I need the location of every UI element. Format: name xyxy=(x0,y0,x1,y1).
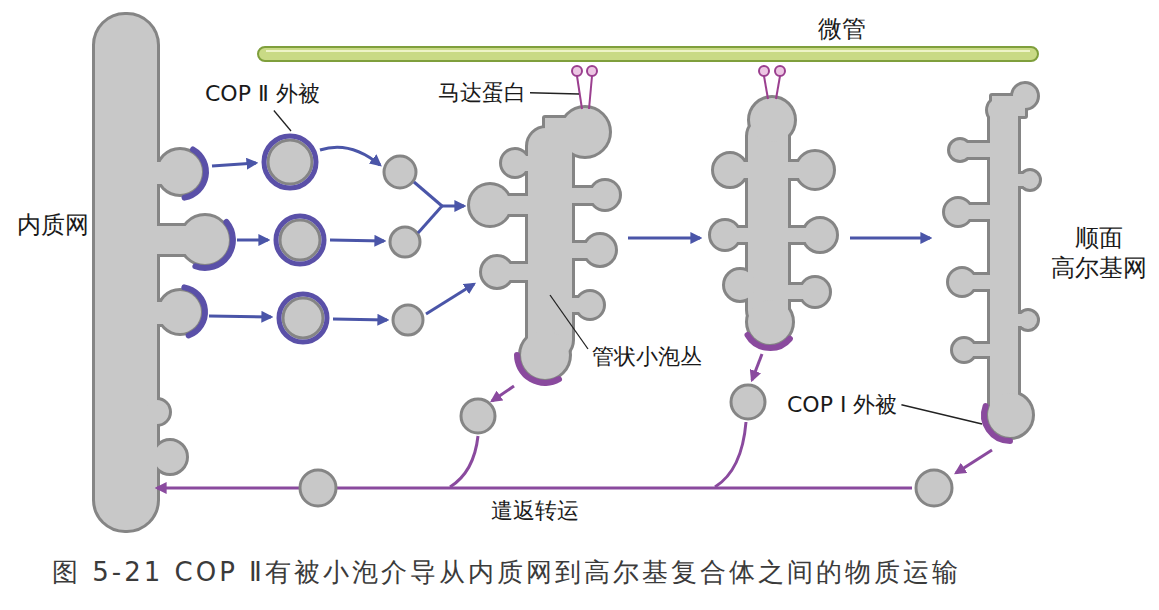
vesicle xyxy=(300,470,336,506)
node-label: 内质网 xyxy=(17,210,89,240)
copii-coat xyxy=(184,287,205,335)
merge-line xyxy=(450,436,478,487)
edge-label-slot: 遣返转运 xyxy=(487,497,583,525)
edge-layer xyxy=(157,488,912,489)
forward-arrow xyxy=(212,163,256,166)
figure-caption: 图 5-21 COP Ⅱ有被小泡介导从内质网到高尔基复合体之间的物质运输 xyxy=(52,556,961,589)
motor-head xyxy=(587,66,597,76)
coated-vesicle xyxy=(283,298,323,338)
cluster-outline xyxy=(711,98,836,344)
forward-arrow xyxy=(850,237,930,240)
forward-arrow xyxy=(320,147,380,165)
golgi-outline xyxy=(945,84,1039,437)
copi-coat xyxy=(748,335,790,348)
motor-head xyxy=(759,66,769,76)
budding-arrow xyxy=(752,354,762,380)
leader-line xyxy=(274,111,291,132)
leader-line xyxy=(901,405,982,424)
vesicle xyxy=(916,470,952,506)
coated-vesicle xyxy=(268,140,312,184)
forward-arrow xyxy=(442,205,464,208)
budding-arrow xyxy=(956,450,992,473)
merge-line xyxy=(715,422,746,487)
cluster-outline xyxy=(470,108,619,379)
forward-arrow xyxy=(330,240,384,241)
copi-coat xyxy=(984,406,1010,441)
edge-label: 遣返转运 xyxy=(487,497,583,525)
structure-label: 管状小泡丛 xyxy=(592,343,702,371)
coat-label: COP Ⅱ 外被 xyxy=(205,80,320,108)
label-slot: COP Ⅰ 外被 xyxy=(787,391,897,419)
coat-label: COP Ⅰ 外被 xyxy=(787,391,897,419)
retrieval-arrow xyxy=(157,487,912,490)
retrograde-arrows xyxy=(450,354,992,487)
motor-head xyxy=(775,66,785,76)
vesicle xyxy=(461,399,495,433)
merge-line xyxy=(414,182,442,206)
label-slot: 微管 xyxy=(818,14,866,44)
forward-arrows xyxy=(209,147,930,320)
er-node: 内质网 xyxy=(95,15,157,530)
structure-label: 微管 xyxy=(818,14,866,44)
leader-line xyxy=(530,93,579,94)
budding-arrow xyxy=(492,386,514,401)
motor-stalk xyxy=(764,76,768,99)
motor-stalk xyxy=(589,76,592,109)
copi-coat xyxy=(517,355,559,383)
label-slot: 管状小泡丛 xyxy=(592,343,702,371)
motor-protein xyxy=(572,66,785,109)
leader-line xyxy=(550,295,588,349)
microtubule xyxy=(258,47,1038,61)
vesicle xyxy=(384,156,416,188)
cluster-fill xyxy=(711,98,836,344)
copii-coat xyxy=(279,294,327,342)
motor-stalk xyxy=(577,76,582,109)
motor-stalk xyxy=(776,76,780,99)
coated-vesicle xyxy=(280,220,320,260)
leader-lines xyxy=(274,93,982,424)
golgi-fill xyxy=(945,84,1039,437)
label-slot: 马达蛋白 xyxy=(438,79,526,107)
forward-arrow xyxy=(209,316,271,317)
forward-arrow xyxy=(237,239,268,242)
structure-label: 马达蛋白 xyxy=(438,79,526,107)
copii-coat xyxy=(185,150,206,198)
merge-line xyxy=(418,206,442,233)
node-label: 顺面 高尔基网 xyxy=(1049,223,1149,283)
microtubule-highlight xyxy=(266,50,1030,52)
forward-arrow xyxy=(426,284,474,314)
caption-slot: 图 5-21 COP Ⅱ有被小泡介导从内质网到高尔基复合体之间的物质运输 xyxy=(52,556,961,589)
forward-arrow xyxy=(333,319,387,320)
motor-head xyxy=(572,66,582,76)
vesicle xyxy=(390,227,420,257)
vesicle xyxy=(393,305,423,335)
copii-coat xyxy=(264,136,316,188)
copii-coat xyxy=(195,222,233,268)
forward-arrow xyxy=(628,237,700,240)
cluster-fill xyxy=(470,108,619,379)
copii-coat xyxy=(276,216,324,264)
vesicle xyxy=(731,385,765,419)
label-slot: COP Ⅱ 外被 xyxy=(205,80,320,108)
cis-golgi-node: 顺面 高尔基网 xyxy=(912,85,1045,510)
